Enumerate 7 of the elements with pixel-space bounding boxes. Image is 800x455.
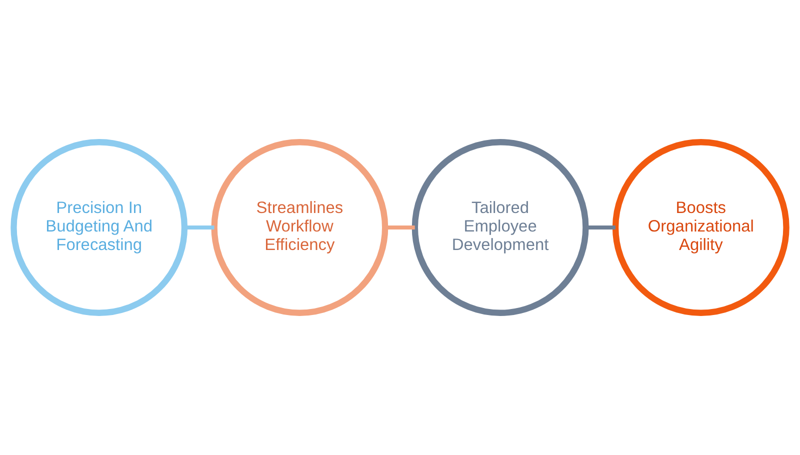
connector [586,225,616,230]
node-circle: Precision In Budgeting And Forecasting [10,139,188,316]
connector [385,225,415,230]
connector [184,225,214,230]
node-circle: Streamlines Workflow Efficiency [211,139,388,316]
node-circle: Boosts Organizational Agility [612,139,790,316]
node-circle: Tailored Employee Development [412,139,589,316]
